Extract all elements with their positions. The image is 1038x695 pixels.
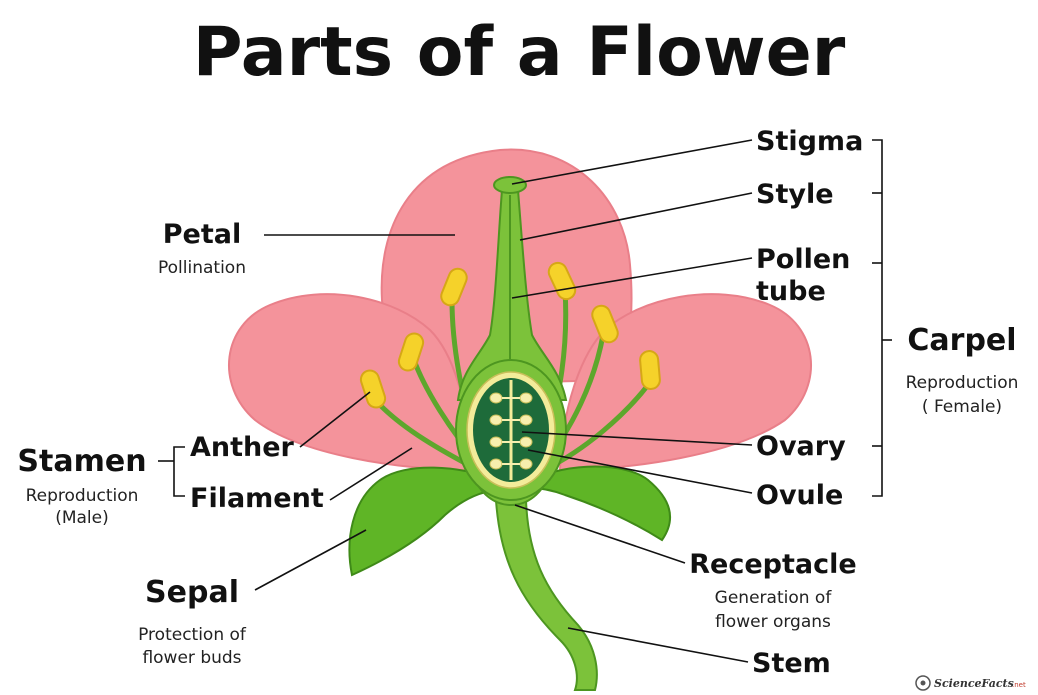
- label-filament: Filament: [190, 483, 324, 514]
- label-pollen-tube-line1: Pollen: [756, 244, 850, 275]
- label-anther: Anther: [190, 432, 295, 463]
- label-sepal: Sepal: [145, 575, 239, 610]
- page-title: Parts of a Flower: [193, 13, 846, 92]
- ovule: [520, 437, 532, 447]
- sepal-left: [349, 468, 496, 575]
- stamen-bracket-line: [174, 447, 185, 496]
- label-petal: Petal: [163, 219, 241, 250]
- label-pollen-tube-line2: tube: [756, 276, 826, 307]
- desc-stamen-line1: Reproduction: [26, 486, 139, 506]
- carpel-bracket: [872, 140, 892, 496]
- desc-sepal-line2: flower buds: [142, 648, 241, 668]
- anther: [639, 350, 660, 389]
- label-receptacle: Receptacle: [689, 549, 856, 580]
- label-stem: Stem: [752, 648, 831, 679]
- label-stamen: Stamen: [17, 444, 146, 479]
- stigma: [494, 177, 526, 193]
- desc-stamen-line2: (Male): [55, 508, 109, 528]
- ovule: [520, 459, 532, 469]
- logo-suffix: .net: [1012, 681, 1026, 689]
- ovule: [490, 459, 502, 469]
- desc-receptacle-line1: Generation of: [715, 588, 833, 608]
- ovule: [490, 393, 502, 403]
- logo-text: ScienceFacts: [934, 677, 1014, 690]
- label-carpel: Carpel: [907, 323, 1016, 358]
- ovule: [490, 437, 502, 447]
- sciencefacts-logo: ScienceFacts .net: [916, 676, 1026, 690]
- ovule: [490, 415, 502, 425]
- flower-illustration: [229, 150, 811, 690]
- label-ovule: Ovule: [756, 480, 843, 511]
- stamen-bracket: [158, 447, 185, 496]
- label-stigma: Stigma: [756, 126, 863, 157]
- ovule: [520, 415, 532, 425]
- desc-receptacle-line2: flower organs: [715, 612, 831, 632]
- desc-sepal-line1: Protection of: [138, 625, 247, 645]
- label-ovary: Ovary: [756, 431, 846, 462]
- desc-petal: Pollination: [158, 258, 246, 278]
- ovule: [520, 393, 532, 403]
- desc-carpel-line2: ( Female): [922, 397, 1002, 417]
- desc-carpel-line1: Reproduction: [906, 373, 1019, 393]
- label-style: Style: [756, 179, 834, 210]
